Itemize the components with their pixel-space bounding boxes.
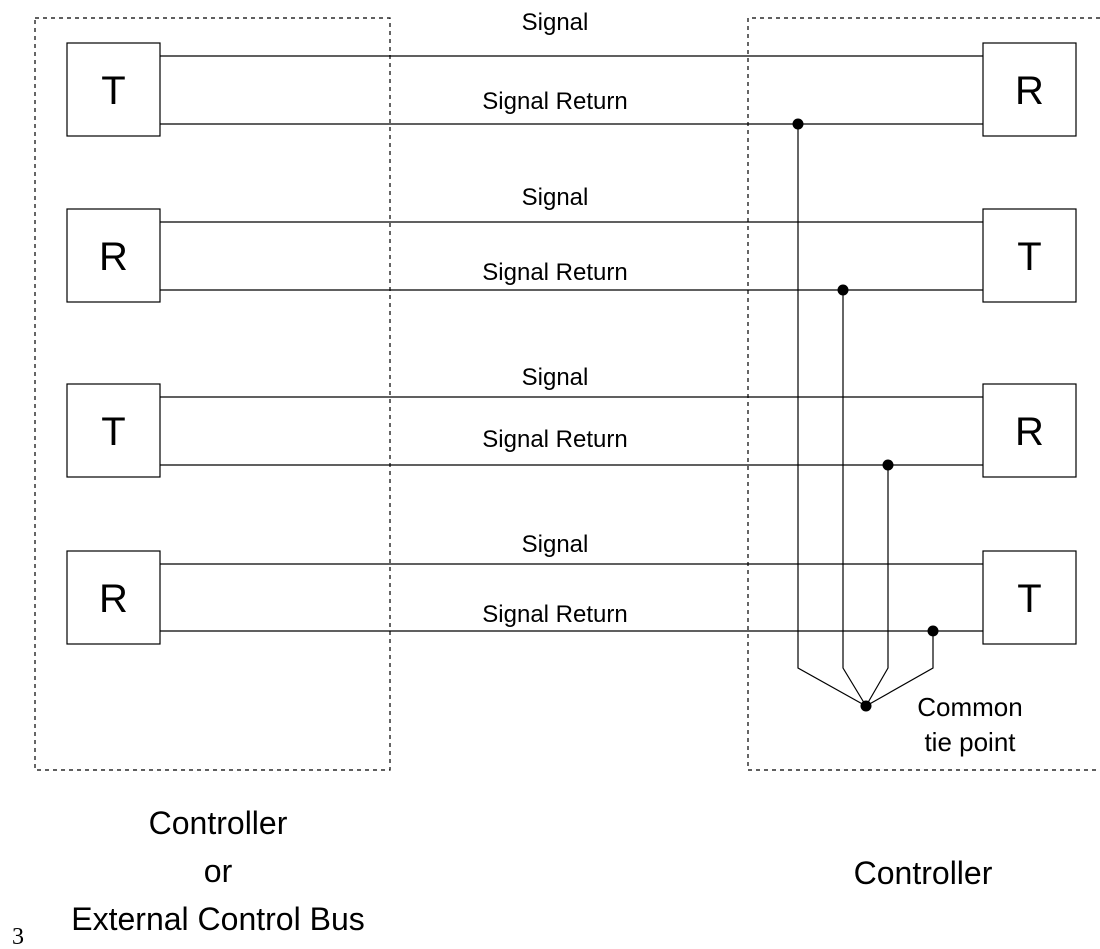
junction-dot-1 [792, 118, 804, 130]
right-caption: Controller [854, 855, 993, 891]
signal-return-label-4: Signal Return [482, 601, 627, 628]
right-box-3 [982, 383, 1077, 478]
right-boxes: R T R T [982, 42, 1077, 645]
right-box-4 [982, 550, 1077, 645]
right-controller-enclosure [747, 17, 1100, 771]
signal-label-2: Signal [522, 184, 589, 211]
right-box-3-label: R [1015, 410, 1044, 454]
right-box-2-label: T [1017, 235, 1041, 279]
common-tie-point-dot [860, 700, 872, 712]
left-caption-line-2: or [204, 853, 233, 889]
signal-return-label-3: Signal Return [482, 426, 627, 453]
tie-point-label-line-2: tie point [924, 727, 1016, 757]
junction-dot-4 [927, 625, 939, 637]
tie-wire-3 [865, 465, 889, 707]
left-box-3 [66, 383, 161, 478]
tie-wires [797, 124, 934, 707]
left-box-1-label: T [101, 69, 125, 113]
tie-wire-1 [797, 124, 867, 707]
left-box-3-label: T [101, 410, 125, 454]
left-boxes: T R T R [66, 42, 161, 645]
tie-wire-2 [842, 290, 867, 707]
signal-label-3: Signal [522, 364, 589, 391]
left-box-2-label: R [99, 235, 128, 279]
signal-return-label-1: Signal Return [482, 88, 627, 115]
page-number: 3 [12, 924, 24, 949]
right-box-1-label: R [1015, 69, 1044, 113]
wire-labels: Signal Signal Return Signal Signal Retur… [482, 9, 627, 628]
left-caption-line-1: Controller [149, 805, 288, 841]
signal-label-4: Signal [522, 531, 589, 558]
left-caption-line-3: External Control Bus [71, 901, 364, 937]
left-box-4 [66, 550, 161, 645]
left-box-2 [66, 208, 161, 303]
junction-dot-3 [882, 459, 894, 471]
tie-point-label-line-1: Common [917, 692, 1022, 722]
left-box-4-label: R [99, 577, 128, 621]
left-box-1 [66, 42, 161, 137]
signal-return-label-2: Signal Return [482, 259, 627, 286]
left-controller-enclosure [34, 17, 391, 771]
right-box-4-label: T [1017, 577, 1041, 621]
right-box-1 [982, 42, 1077, 137]
junction-dot-2 [837, 284, 849, 296]
tie-wire-4 [865, 631, 934, 707]
right-box-2 [982, 208, 1077, 303]
signal-label-1: Signal [522, 9, 589, 36]
